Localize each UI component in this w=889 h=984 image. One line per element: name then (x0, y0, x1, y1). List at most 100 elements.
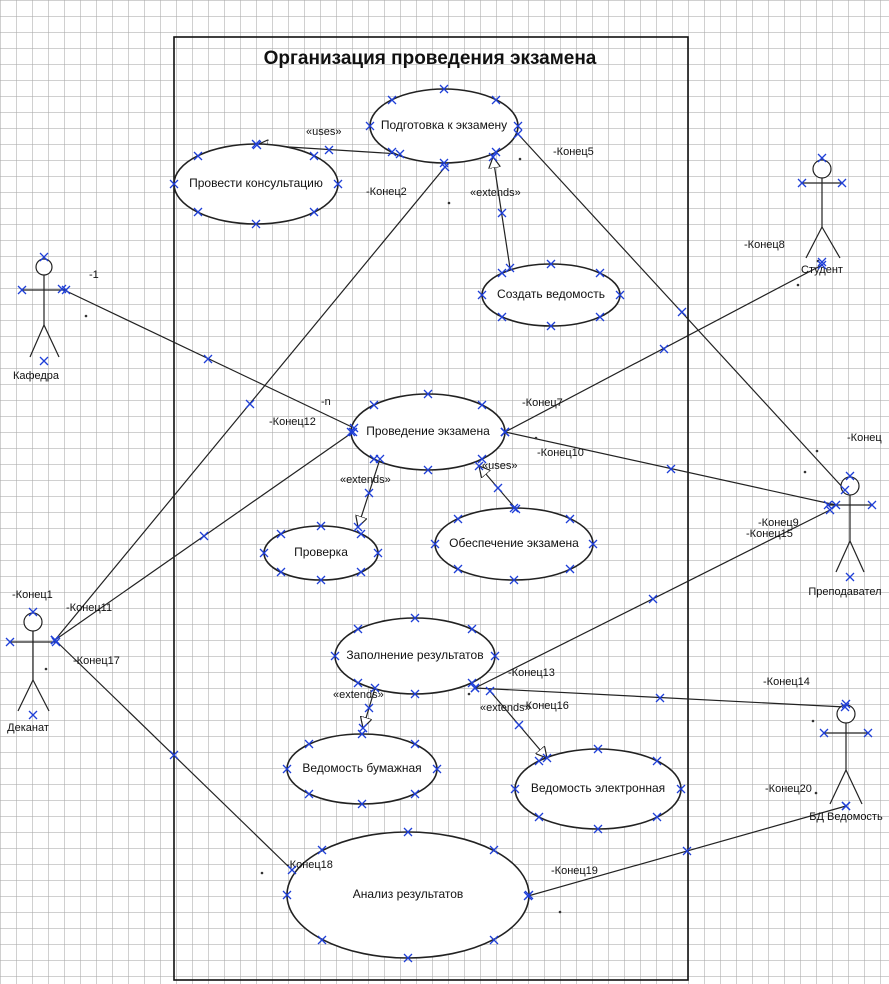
selection-handle[interactable] (259, 548, 269, 558)
selection-handle[interactable] (432, 764, 442, 774)
selection-handle[interactable] (316, 575, 326, 585)
selection-handle[interactable] (369, 400, 379, 410)
selection-handle[interactable] (199, 531, 209, 541)
selection-handle[interactable] (467, 678, 477, 688)
selection-handle[interactable] (682, 846, 692, 856)
selection-handle[interactable] (39, 356, 49, 366)
selection-handle[interactable] (546, 321, 556, 331)
selection-handle[interactable] (357, 799, 367, 809)
use-case-obespechenie[interactable]: Обеспечение экзамена (434, 507, 594, 581)
selection-handle[interactable] (17, 285, 27, 295)
selection-handle[interactable] (497, 268, 507, 278)
selection-handle[interactable] (831, 500, 841, 510)
selection-handle[interactable] (373, 548, 383, 558)
selection-handle[interactable] (513, 121, 523, 131)
selection-handle[interactable] (309, 151, 319, 161)
selection-handle[interactable] (542, 753, 552, 763)
selection-handle[interactable] (304, 789, 314, 799)
selection-handle[interactable] (534, 756, 544, 766)
selection-handle[interactable] (497, 208, 507, 218)
use-case-bumazhnaya[interactable]: Ведомость бумажная (286, 733, 438, 805)
selection-handle[interactable] (395, 149, 405, 159)
selection-handle[interactable] (287, 865, 297, 875)
selection-handle[interactable] (364, 703, 374, 713)
selection-handle[interactable] (316, 521, 326, 531)
selection-handle[interactable] (61, 285, 71, 295)
selection-handle[interactable] (819, 728, 829, 738)
selection-handle[interactable] (410, 689, 420, 699)
selection-handle[interactable] (488, 152, 498, 162)
selection-handle[interactable] (797, 178, 807, 188)
selection-handle[interactable] (655, 693, 665, 703)
selection-handle[interactable] (823, 500, 833, 510)
selection-handle[interactable] (410, 613, 420, 623)
selection-handle[interactable] (652, 812, 662, 822)
selection-handle[interactable] (477, 290, 487, 300)
selection-handle[interactable] (491, 95, 501, 105)
selection-handle[interactable] (845, 471, 855, 481)
selection-handle[interactable] (304, 739, 314, 749)
actor-dekanat[interactable] (10, 612, 56, 712)
selection-handle[interactable] (845, 572, 855, 582)
selection-handle[interactable] (387, 95, 397, 105)
selection-handle[interactable] (648, 594, 658, 604)
selection-handle[interactable] (490, 651, 500, 661)
selection-handle[interactable] (470, 683, 480, 693)
selection-handle[interactable] (282, 764, 292, 774)
selection-handle[interactable] (523, 891, 533, 901)
selection-handle[interactable] (817, 257, 827, 267)
selection-handle[interactable] (364, 488, 374, 498)
selection-handle[interactable] (365, 121, 375, 131)
selection-handle[interactable] (252, 140, 262, 150)
selection-handle[interactable] (423, 389, 433, 399)
system-boundary[interactable] (173, 36, 689, 981)
selection-handle[interactable] (28, 710, 38, 720)
selection-handle[interactable] (485, 686, 495, 696)
actor-kafedra[interactable] (22, 258, 66, 358)
selection-handle[interactable] (477, 454, 487, 464)
selection-handle[interactable] (652, 756, 662, 766)
selection-handle[interactable] (353, 624, 363, 634)
selection-handle[interactable] (423, 465, 433, 475)
selection-handle[interactable] (324, 145, 334, 155)
selection-handle[interactable] (676, 784, 686, 794)
selection-handle[interactable] (193, 151, 203, 161)
actor-student[interactable] (802, 159, 842, 259)
selection-handle[interactable] (534, 812, 544, 822)
selection-handle[interactable] (276, 529, 286, 539)
selection-handle[interactable] (565, 564, 575, 574)
selection-handle[interactable] (282, 890, 292, 900)
selection-handle[interactable] (387, 147, 397, 157)
selection-handle[interactable] (666, 464, 676, 474)
selection-handle[interactable] (510, 784, 520, 794)
selection-handle[interactable] (430, 539, 440, 549)
selection-handle[interactable] (403, 827, 413, 837)
selection-handle[interactable] (817, 260, 827, 270)
selection-handle[interactable] (817, 153, 827, 163)
selection-handle[interactable] (169, 750, 179, 760)
selection-handle[interactable] (51, 637, 61, 647)
selection-handle[interactable] (28, 607, 38, 617)
selection-handle[interactable] (841, 699, 851, 709)
selection-handle[interactable] (841, 801, 851, 811)
selection-handle[interactable] (595, 312, 605, 322)
selection-handle[interactable] (439, 84, 449, 94)
selection-handle[interactable] (309, 207, 319, 217)
selection-handle[interactable] (593, 824, 603, 834)
selection-handle[interactable] (511, 504, 521, 514)
selection-handle[interactable] (677, 307, 687, 317)
selection-handle[interactable] (489, 845, 499, 855)
selection-handle[interactable] (453, 514, 463, 524)
selection-handle[interactable] (546, 259, 556, 269)
actor-prepodavatel[interactable] (828, 476, 872, 573)
selection-handle[interactable] (491, 147, 501, 157)
selection-handle[interactable] (497, 312, 507, 322)
selection-handle[interactable] (50, 635, 60, 645)
selection-handle[interactable] (169, 179, 179, 189)
selection-handle[interactable] (410, 789, 420, 799)
selection-handle[interactable] (276, 567, 286, 577)
selection-handle[interactable] (353, 678, 363, 688)
selection-handle[interactable] (514, 720, 524, 730)
selection-handle[interactable] (593, 744, 603, 754)
selection-handle[interactable] (659, 344, 669, 354)
